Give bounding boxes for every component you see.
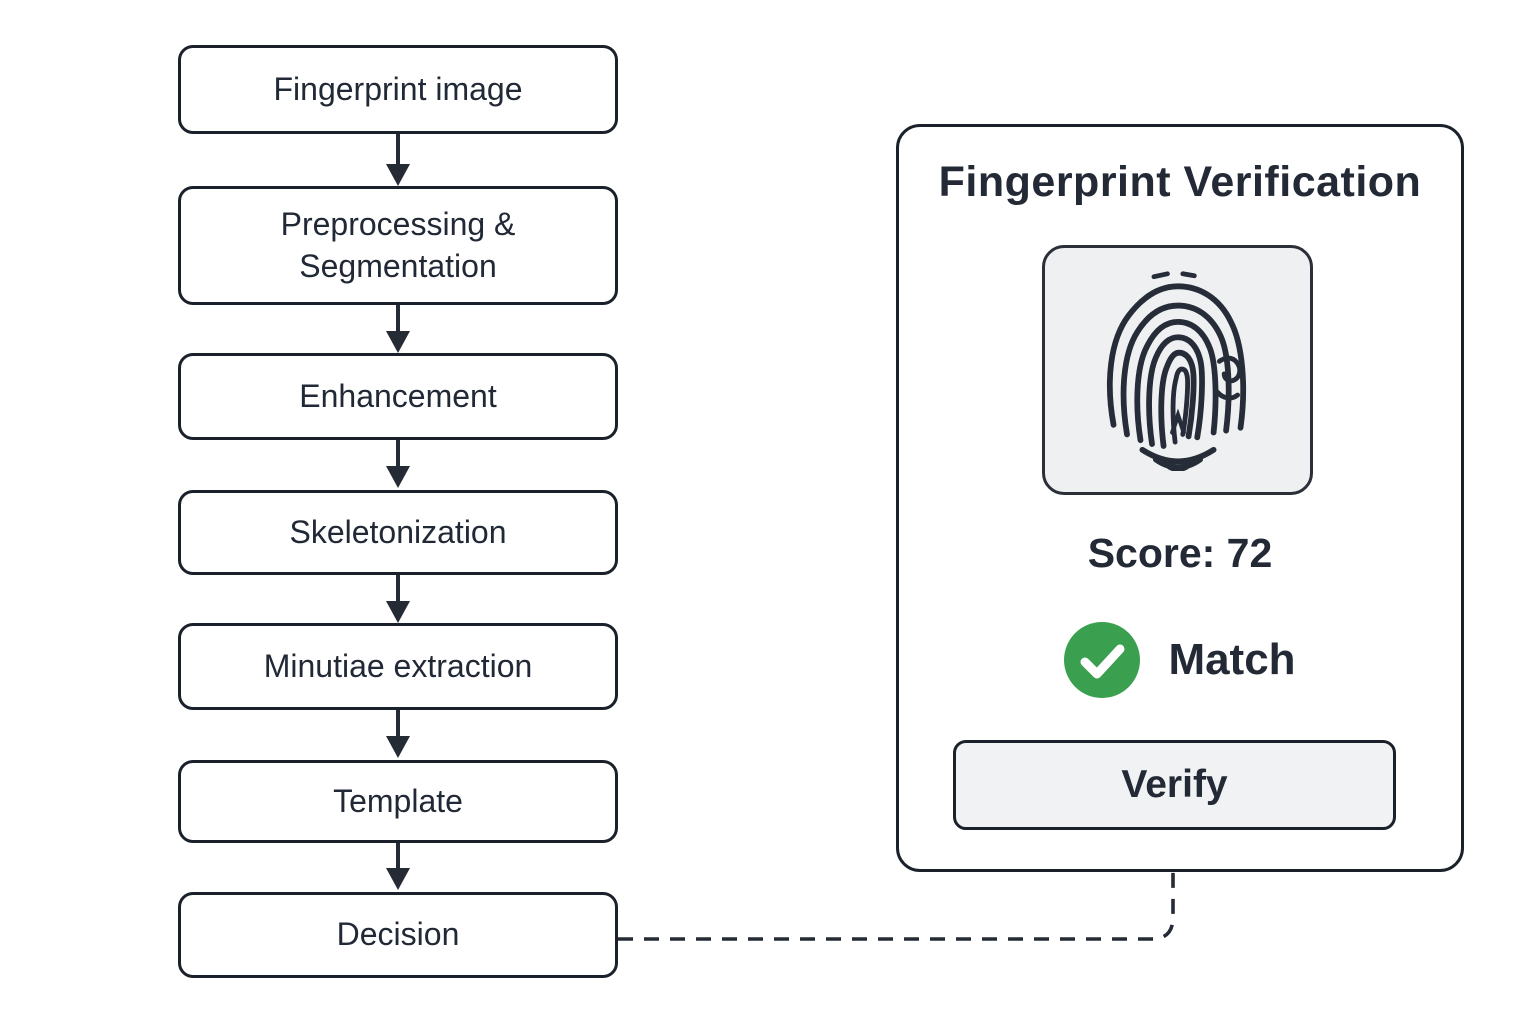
verify-button[interactable]: Verify bbox=[953, 740, 1396, 830]
flow-node-label: Enhancement bbox=[299, 377, 497, 414]
flow-node-template: Template bbox=[178, 760, 618, 843]
flow-node-decision: Decision bbox=[178, 892, 618, 978]
flow-node-label: Preprocessing & Segmentation bbox=[280, 205, 516, 284]
match-label: Match bbox=[1168, 635, 1296, 684]
flow-node-skeletonization: Skeletonization bbox=[178, 490, 618, 575]
flow-node-label: Template bbox=[333, 782, 463, 819]
flow-node-minutiae-extraction: Minutiae extraction bbox=[178, 623, 618, 710]
fingerprint-icon bbox=[1106, 271, 1246, 471]
flow-node-label: Fingerprint image bbox=[273, 70, 523, 107]
flow-node-preprocessing: Preprocessing & Segmentation bbox=[178, 186, 618, 305]
check-icon bbox=[1064, 622, 1141, 698]
flow-node-label: Decision bbox=[336, 916, 460, 953]
decision-to-panel-connector bbox=[618, 872, 1175, 941]
flow-node-enhancement: Enhancement bbox=[178, 353, 618, 440]
flow-node-label: Skeletonization bbox=[289, 513, 507, 550]
flow-node-fingerprint-image: Fingerprint image bbox=[178, 45, 618, 134]
fingerprint-scan-tile bbox=[1042, 245, 1313, 495]
verify-button-label: Verify bbox=[1121, 763, 1228, 806]
panel-title: Fingerprint Verification bbox=[938, 158, 1422, 206]
score-text: Score: 72 bbox=[1087, 530, 1273, 576]
match-status: Match bbox=[896, 620, 1464, 700]
flow-node-label: Minutiae extraction bbox=[263, 647, 533, 684]
